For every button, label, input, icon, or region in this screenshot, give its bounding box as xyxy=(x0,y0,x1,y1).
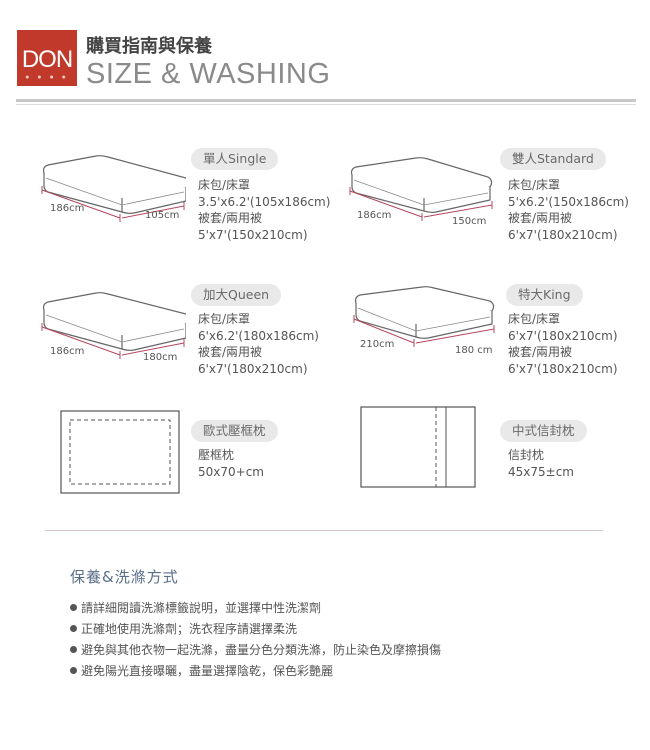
care-item-text: 避免與其他衣物一起洗滌，盡量分色分類洗滌，防止染色及摩擦損傷 xyxy=(81,643,442,657)
spec-single: 床包/床罩 3.5'x6.2'(105x186cm) 被套/兩用被 5'x7'(… xyxy=(198,177,330,243)
spec-line: 壓框枕 xyxy=(198,448,235,462)
section-divider xyxy=(45,530,603,531)
care-item-text: 避免陽光直接曝曬，盡量選擇陰乾，保色彩艷麗 xyxy=(81,664,334,678)
queen-length-label: 186cm xyxy=(50,346,85,357)
length-dimension-line xyxy=(349,187,423,221)
tag-euro-pillow: 歐式壓框枕 xyxy=(191,420,278,442)
length-dimension-line xyxy=(41,323,121,359)
spec-line: 6'x7'(180x210cm) xyxy=(508,227,618,242)
spec-euro-pillow: 壓框枕 50x70+cm xyxy=(198,447,264,480)
mattress-single-illustration xyxy=(41,155,186,222)
spec-line: 床包/床罩 xyxy=(198,178,251,192)
care-list: 請詳細閱讀洗滌標籤說明，並選擇中性洗潔劑 正確地使用洗滌劑；洗衣程序請選擇柔洗 … xyxy=(70,598,441,682)
header-divider xyxy=(16,99,636,102)
spec-line: 50x70+cm xyxy=(198,464,264,479)
spec-king: 床包/床罩 6'x7'(180x210cm) 被套/兩用被 6'x7'(180x… xyxy=(508,311,618,377)
single-length-label: 186cm xyxy=(50,203,85,214)
king-length-label: 210cm xyxy=(360,339,395,350)
bullet-icon xyxy=(70,604,77,611)
logo-dots: ● ● ● ● xyxy=(25,74,69,81)
length-dimension-line xyxy=(353,315,415,347)
king-width-label: 180 cm xyxy=(455,345,493,356)
spec-line: 6'x7'(180x210cm) xyxy=(508,361,618,376)
spec-line: 被套/兩用被 xyxy=(508,345,573,359)
spec-line: 信封枕 xyxy=(508,448,545,462)
mattress-queen-illustration xyxy=(41,292,186,359)
standard-width-label: 150cm xyxy=(452,216,487,227)
euro-pillow-illustration xyxy=(60,410,180,494)
tag-single: 單人Single xyxy=(191,148,279,170)
brand-logo: DON ● ● ● ● xyxy=(17,30,77,86)
care-item: 避免陽光直接曝曬，盡量選擇陰乾，保色彩艷麗 xyxy=(70,661,441,682)
spec-line: 5'x7'(150x210cm) xyxy=(198,227,308,242)
width-dimension-line xyxy=(121,202,185,219)
spec-line: 床包/床罩 xyxy=(508,178,561,192)
spec-queen: 床包/床罩 6'x6.2'(180x186cm) 被套/兩用被 6'x7'(18… xyxy=(198,311,319,377)
spec-line: 被套/兩用被 xyxy=(198,345,263,359)
spec-line: 被套/兩用被 xyxy=(198,211,263,225)
spec-envelope-pillow: 信封枕 45x75±cm xyxy=(508,447,574,480)
envelope-pillow-illustration xyxy=(360,406,476,488)
bullet-icon xyxy=(70,625,77,632)
tag-king: 特大King xyxy=(506,284,583,306)
spec-line: 被套/兩用被 xyxy=(508,211,573,225)
spec-line: 6'x7'(180x210cm) xyxy=(198,361,308,376)
spec-line: 6'x7'(180x210cm) xyxy=(508,328,618,343)
header-divider-thin xyxy=(16,104,636,105)
spec-standard: 床包/床罩 5'x6.2'(150x186cm) 被套/兩用被 6'x7'(18… xyxy=(508,177,629,243)
page-title-en: SIZE & WASHING xyxy=(86,58,331,90)
care-item-text: 正確地使用洗滌劑；洗衣程序請選擇柔洗 xyxy=(81,622,298,636)
bullet-icon xyxy=(70,646,77,653)
spec-line: 床包/床罩 xyxy=(508,312,561,326)
care-item: 避免與其他衣物一起洗滌，盡量分色分類洗滌，防止染色及摩擦損傷 xyxy=(70,640,441,661)
spec-line: 45x75±cm xyxy=(508,464,574,479)
single-width-label: 105cm xyxy=(145,210,180,221)
mattress-king-illustration xyxy=(353,286,495,347)
mattress-standard-illustration xyxy=(349,157,493,221)
bullet-icon xyxy=(70,667,77,674)
logo-text: DON xyxy=(21,46,73,73)
queen-width-label: 180cm xyxy=(143,352,178,363)
tag-queen: 加大Queen xyxy=(191,284,282,306)
spec-line: 3.5'x6.2'(105x186cm) xyxy=(198,194,331,209)
length-dimension-line xyxy=(41,186,121,222)
width-dimension-line xyxy=(423,201,493,218)
width-dimension-line xyxy=(415,325,495,344)
care-title: 保養&洗滌方式 xyxy=(70,568,179,586)
width-dimension-line xyxy=(121,339,185,356)
care-item-text: 請詳細閱讀洗滌標籤說明，並選擇中性洗潔劑 xyxy=(81,601,322,615)
tag-envelope-pillow: 中式信封枕 xyxy=(500,420,587,442)
spec-line: 5'x6.2'(150x186cm) xyxy=(508,194,629,209)
page-title-zh: 購買指南與保養 xyxy=(86,36,212,57)
tag-standard: 雙人Standard xyxy=(500,148,606,170)
spec-line: 6'x6.2'(180x186cm) xyxy=(198,328,319,343)
standard-length-label: 186cm xyxy=(357,210,392,221)
care-item: 正確地使用洗滌劑；洗衣程序請選擇柔洗 xyxy=(70,619,441,640)
spec-line: 床包/床罩 xyxy=(198,312,251,326)
care-item: 請詳細閱讀洗滌標籤說明，並選擇中性洗潔劑 xyxy=(70,598,441,619)
